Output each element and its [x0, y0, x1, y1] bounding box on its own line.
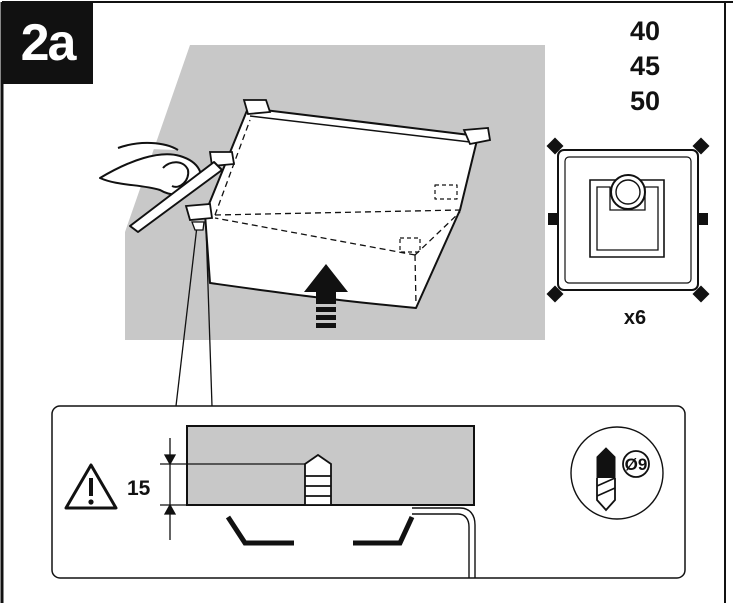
box-profile: [225, 507, 476, 578]
size-list: 40 45 50: [600, 14, 690, 119]
box-top-view: [557, 149, 699, 291]
wall-plug: [304, 453, 332, 506]
box-top-tabs: [546, 137, 710, 303]
size-item: 40: [629, 16, 661, 46]
size-item: 45: [629, 51, 661, 81]
callout-line-right: [205, 225, 213, 407]
dimension-markers: [160, 438, 305, 540]
up-arrow-icon: [304, 264, 348, 328]
drill-size-label: Ø9: [624, 455, 648, 474]
size-item: 50: [629, 86, 661, 116]
warning-icon: [64, 463, 118, 510]
box-tabs: [184, 99, 492, 221]
drill-bit-icon: [570, 426, 664, 520]
quantity-label: x6: [623, 307, 647, 329]
mounting-box: [204, 107, 479, 309]
callout-line-left: [175, 225, 198, 407]
dimension-label: 15: [127, 477, 151, 500]
pencil-hand-icon: [99, 142, 223, 233]
step-badge: 2a: [2, 2, 93, 84]
